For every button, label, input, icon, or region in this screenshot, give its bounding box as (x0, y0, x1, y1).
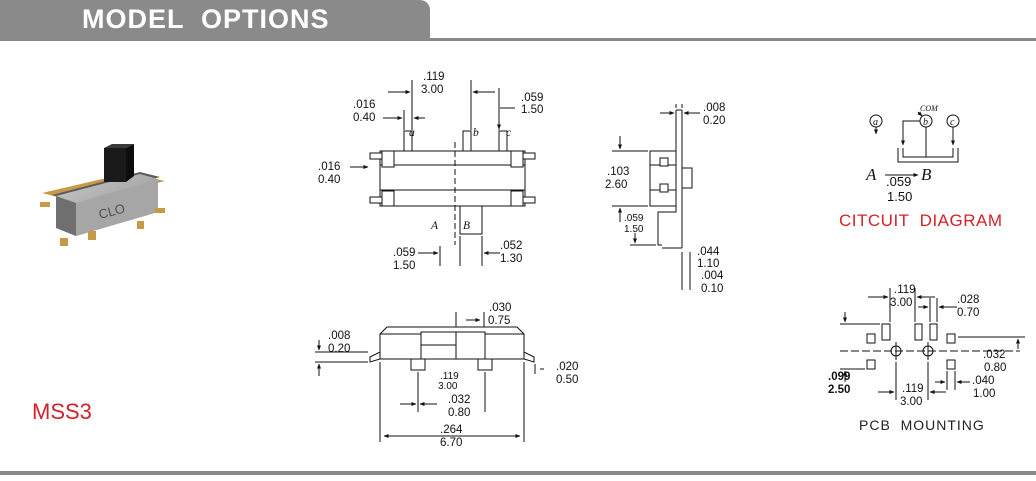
tv-act-off-in: .059 (393, 247, 415, 259)
tv-pin-len-mm: 1.50 (521, 104, 543, 116)
model-name: MSS3 (32, 399, 92, 424)
pcb-pitch-top-in: .119 (894, 284, 916, 296)
fv-pitch-mm: 3.00 (438, 381, 458, 392)
section-title: MODEL OPTIONS (82, 4, 330, 34)
footer-rule (0, 471, 1036, 475)
fv-pitch-in: .119 (440, 371, 459, 382)
sv-thick-mm: 0.20 (703, 115, 725, 127)
pcb-pad-w-in: .040 (972, 375, 994, 387)
tv-pin-w-in: .016 (353, 99, 375, 111)
header-rule (0, 38, 1036, 41)
fv-body-th-in: .008 (328, 330, 350, 342)
sv-height-in: .103 (607, 166, 629, 178)
tv-tab-mm: 0.40 (318, 174, 340, 186)
tv-pin-a: a (409, 127, 415, 139)
fv-lead-mm: 0.50 (556, 374, 578, 386)
circuit-travel-in: .059 (886, 174, 911, 189)
fv-body-th-mm: 0.20 (328, 343, 350, 355)
tv-pin-len-in: .059 (521, 92, 543, 104)
circuit-travel-mm: 1.50 (887, 189, 912, 204)
circuit-com: COM (920, 104, 939, 113)
sv-base-in: .059 (624, 213, 644, 224)
top-view-drawing (350, 80, 536, 266)
tv-pin-c: c (506, 127, 511, 139)
sv-foot-mm: 1.10 (697, 258, 719, 270)
fv-act-w-mm: 0.75 (488, 315, 510, 327)
pcb-pitch-top-mm: 3.00 (890, 297, 912, 309)
side-view-labels: .008 0.20 .103 2.60 .059 1.50 .044 1.10 … (605, 102, 725, 295)
pcb-row-sp-in: .099 (828, 371, 850, 383)
top-view-labels: .119 3.00 .016 0.40 .059 1.50 .016 0.40 … (318, 71, 543, 272)
circuit-pos-b: B (921, 165, 932, 184)
front-view-labels: .008 0.20 .030 0.75 .020 0.50 .119 3.00 … (328, 302, 578, 449)
fv-act-w-in: .030 (489, 302, 511, 314)
pcb-mounting-drawing (840, 288, 1025, 400)
tv-pin-b: b (473, 127, 479, 139)
pcb-hole-d-in: .032 (983, 349, 1005, 361)
tv-pos-a: A (430, 220, 439, 232)
tv-pitch-mm: 3.00 (421, 84, 443, 96)
sv-gap-in: .004 (701, 270, 724, 282)
fv-peg-mm: 0.80 (448, 407, 470, 419)
circuit-labels: a b c COM A B .059 1.50 (865, 104, 955, 204)
fv-peg-in: .032 (448, 394, 470, 406)
front-view-drawing (315, 312, 544, 442)
sv-gap-mm: 0.10 (701, 283, 723, 295)
svg-text:CLO: CLO (97, 200, 127, 221)
pcb-mounting-labels: .119 3.00 .028 0.70 .032 0.80 .099 2.50 … (828, 284, 1006, 408)
tv-pitch-in: .119 (423, 71, 445, 83)
sv-foot-in: .044 (697, 246, 720, 258)
tv-act-w-in: .052 (500, 240, 522, 252)
circuit-diagram-caption: CITCUIT DIAGRAM (839, 211, 1003, 230)
sv-height-mm: 2.60 (605, 179, 627, 191)
circuit-term-c: c (950, 117, 955, 128)
sv-thick-in: .008 (703, 102, 725, 114)
pcb-slot-w-in: .028 (957, 294, 979, 306)
tv-tab-in: .016 (318, 161, 340, 173)
pcb-pad-w-mm: 1.00 (973, 388, 995, 400)
fv-lead-in: .020 (556, 361, 578, 373)
circuit-term-b: b (923, 117, 928, 128)
switch-product-photo: CLO (40, 144, 165, 246)
tv-pin-w-mm: 0.40 (353, 112, 375, 124)
sv-base-mm: 1.50 (624, 224, 644, 235)
pcb-slot-w-mm: 0.70 (957, 307, 979, 319)
circuit-diagram (869, 111, 960, 177)
tv-pos-b: B (463, 220, 470, 232)
pcb-pitch-bottom-mm: 3.00 (900, 396, 922, 408)
fv-length-in: .264 (440, 424, 463, 436)
tv-act-off-mm: 1.50 (393, 260, 415, 272)
pcb-pitch-bottom-in: .119 (902, 383, 924, 395)
fv-length-mm: 6.70 (440, 437, 462, 449)
tv-act-w-mm: 1.30 (500, 253, 522, 265)
circuit-pos-a: A (865, 165, 877, 184)
pcb-row-sp-mm: 2.50 (828, 384, 850, 396)
pcb-mounting-caption: PCB MOUNTING (859, 417, 985, 433)
side-view-drawing (612, 104, 700, 290)
pcb-hole-d-mm: 0.80 (984, 362, 1006, 374)
header-tab (0, 0, 430, 40)
circuit-term-a: a (873, 117, 878, 128)
